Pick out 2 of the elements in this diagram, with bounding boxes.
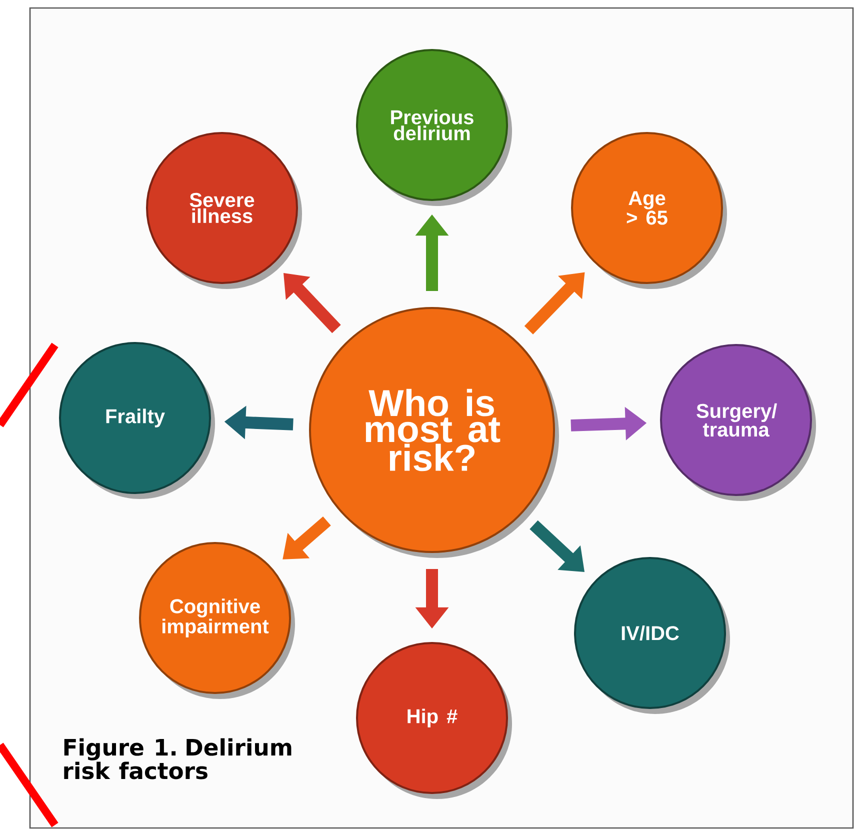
arrow: [284, 273, 341, 334]
caption: Figure 1. Delirium risk factors: [64, 738, 292, 780]
